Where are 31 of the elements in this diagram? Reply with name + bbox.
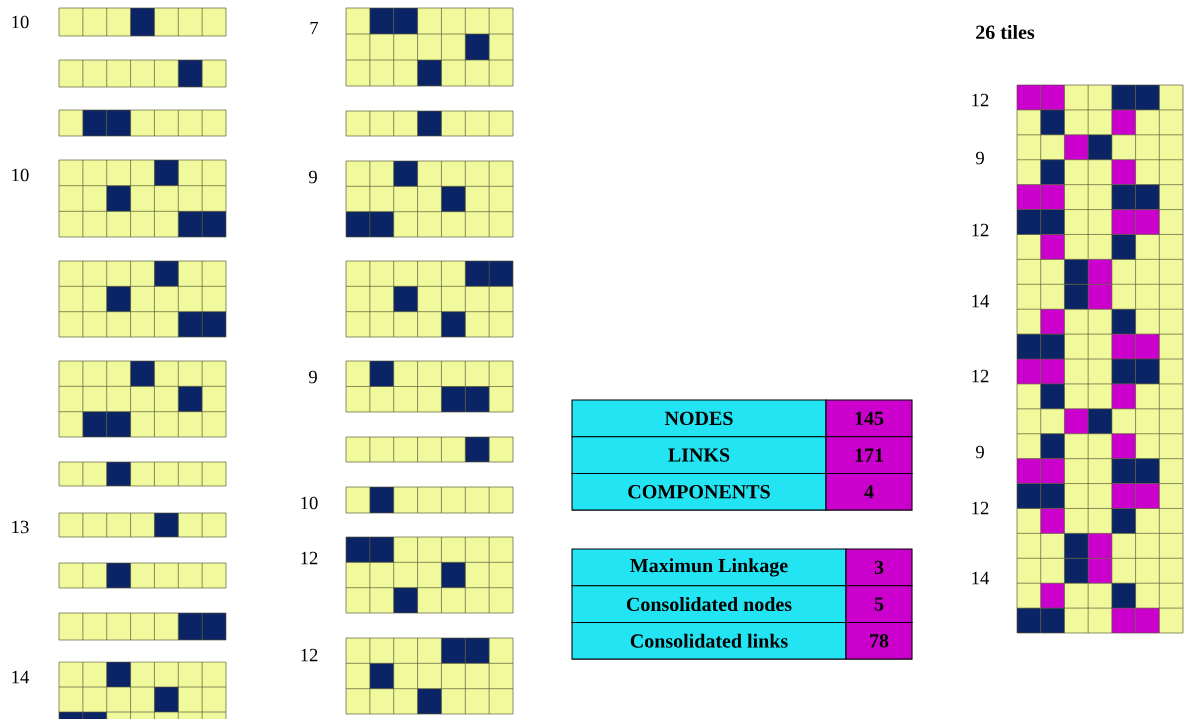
row-count: 9 [308, 370, 317, 384]
table-cell: 145 [825, 399, 913, 438]
row-count: 14 [972, 294, 990, 308]
table-cell: 4 [825, 472, 913, 511]
row-count: 9 [308, 170, 317, 184]
heading: 26 tiles [976, 25, 1035, 40]
row-count: 10 [12, 15, 29, 29]
row-count: 9 [975, 445, 984, 459]
table-cell: Consolidated links [571, 621, 847, 660]
row-count: 12 [972, 93, 989, 107]
row-count: 7 [310, 21, 319, 35]
row-count: 12 [301, 648, 318, 662]
row-count: 14 [12, 670, 30, 684]
table-cell: 5 [845, 585, 913, 623]
table-cell: 171 [825, 436, 913, 474]
table-cell: COMPONENTS [571, 472, 827, 511]
table-cell: Consolidated nodes [571, 585, 847, 623]
row-count: 10 [301, 496, 318, 510]
row-count: 12 [301, 551, 318, 565]
table-cell: LINKS [571, 436, 827, 474]
table-cell: 3 [845, 548, 913, 587]
row-count: 12 [972, 369, 989, 383]
table-cell: NODES [571, 399, 827, 438]
table-cell: 78 [845, 621, 913, 660]
row-count: 10 [12, 168, 29, 182]
row-count: 13 [12, 520, 29, 534]
table-cell: Maximun Linkage [571, 548, 847, 587]
row-count: 14 [972, 571, 990, 585]
row-count: 12 [972, 501, 989, 515]
row-count: 9 [975, 151, 984, 165]
row-count: 12 [972, 223, 989, 237]
